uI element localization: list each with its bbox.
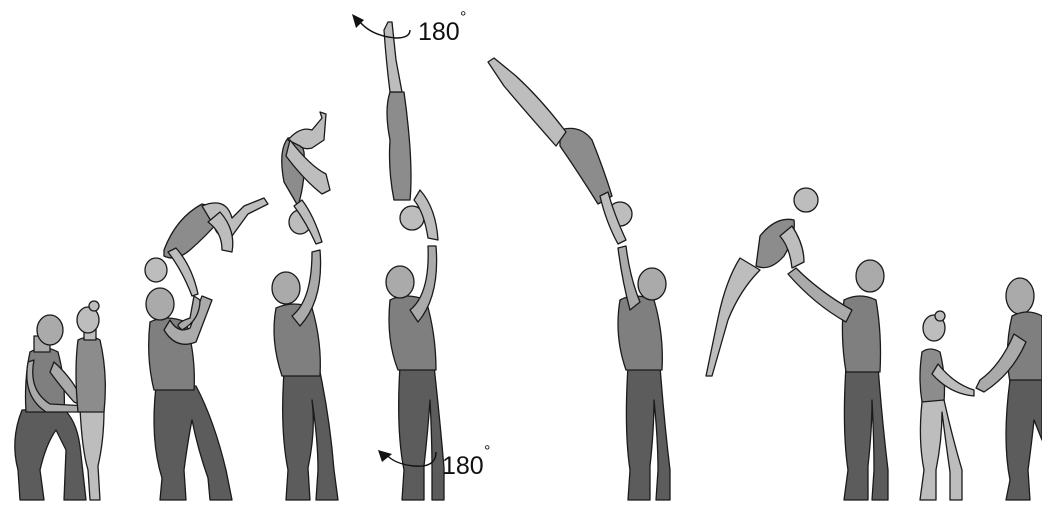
top-acrobat-figure-icon: [145, 198, 268, 296]
pose-5-diagonal-lower: [488, 58, 670, 500]
pose-7-hand-hold: [920, 278, 1042, 500]
pose-1-crouch-pair: [15, 301, 106, 500]
base-acrobat-figure-icon: [146, 288, 232, 500]
pose-4-handstand: 180 ° 180 °: [352, 9, 490, 500]
rotation-top-unit: °: [460, 9, 466, 26]
pose-6-dive-release: [706, 188, 888, 500]
base-acrobat-figure-icon: [272, 250, 338, 500]
top-acrobat-figure-icon: [488, 58, 632, 244]
pose-3-hand-balance-tuck: [272, 112, 338, 500]
base-acrobat-figure-icon: [788, 260, 888, 500]
rotation-top: 180 °: [352, 9, 466, 46]
pose-2-fold-overhead: [145, 198, 268, 500]
base-acrobat-figure-icon: [618, 246, 670, 500]
arrowhead-icon: [378, 450, 392, 462]
top-acrobat-figure-icon: [384, 22, 438, 240]
base-acrobat-figure-icon: [976, 278, 1042, 500]
rotation-bottom-label: 180: [442, 452, 484, 480]
arrowhead-icon: [352, 14, 364, 28]
rotation-bottom-unit: °: [484, 443, 490, 460]
top-acrobat-figure-icon: [282, 112, 330, 244]
rotation-top-label: 180: [418, 18, 460, 46]
base-acrobat-figure-icon: [386, 246, 444, 500]
top-acrobat-figure-icon: [920, 311, 974, 500]
